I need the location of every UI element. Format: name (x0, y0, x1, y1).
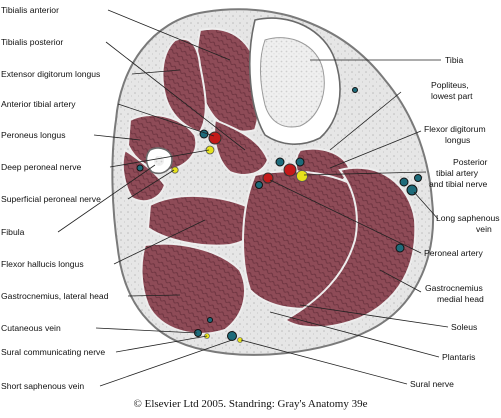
label-and-tibial-nerve: and tibial nerve (429, 179, 488, 189)
long-saphenous-vein-3 (414, 174, 422, 182)
anterior-tibial-artery (208, 131, 222, 145)
small-vein-anterolateral (136, 164, 144, 172)
gastrocnemius-lateral-head-muscle (140, 242, 246, 335)
label-long-saphenous-vein: vein (476, 224, 492, 234)
posterior-tibial-artery (283, 163, 297, 177)
label-plantaris: Plantaris (442, 352, 476, 362)
label-superficial-peroneal-nerve: Superficial peroneal nerve (1, 194, 101, 204)
label-cutaneous-vein: Cutaneous vein (1, 323, 61, 333)
label-fibula: Fibula (1, 227, 25, 237)
label-gastrocnemius-medial-head: medial head (437, 294, 484, 304)
label-tibial-artery: tibial artery (436, 168, 479, 178)
label-flexor-digitorum-longus: longus (445, 135, 471, 145)
copyright-caption: © Elsevier Ltd 2005. Standring: Gray's A… (133, 398, 368, 410)
label-short-saphenous-vein: Short saphenous vein (1, 381, 85, 391)
gastrocnemius-medial-head-muscle (283, 166, 417, 329)
tibial-nerve (296, 170, 308, 182)
label-soleus: Soleus (451, 322, 478, 332)
deep-peroneal-nerve (205, 145, 215, 155)
label-flexor-digitorum: Flexor digitorum (424, 124, 486, 134)
label-gastrocnemius: Gastrocnemius (425, 283, 483, 293)
label-anterior-tibial-artery: Anterior tibial artery (1, 99, 76, 109)
medial-cutaneous-vein (395, 243, 405, 253)
posterior-tibial-vein-2 (295, 157, 305, 167)
label-peroneal-artery: Peroneal artery (424, 248, 483, 258)
leader-lines (57, 9, 449, 387)
label-peroneus-longus: Peroneus longus (1, 130, 66, 140)
label-extensor-digitorum-longus: Extensor digitorum longus (1, 69, 101, 79)
label-popliteus-lowest-part: lowest part (431, 91, 473, 101)
label-tibialis-posterior: Tibialis posterior (1, 37, 64, 47)
peroneal-artery (262, 172, 274, 184)
peroneal-vein (255, 181, 263, 189)
short-saphenous-vein (227, 331, 237, 341)
fibula-marrow (154, 156, 164, 166)
label-posterior: Posterior (453, 157, 488, 167)
superficial-peroneal-nerve (171, 166, 179, 174)
tibia-marrow (259, 37, 325, 128)
label-sural-nerve: Sural nerve (410, 379, 454, 389)
small-vein-anterior (352, 87, 358, 93)
label-tibialis-anterior: Tibialis anterior (1, 5, 59, 15)
label-deep-peroneal-nerve: Deep peroneal nerve (1, 162, 82, 172)
label-sural-communicating-nerve: Sural communicating nerve (1, 347, 106, 357)
posterior-tibial-vein (275, 157, 285, 167)
label-popliteus: Popliteus, (431, 80, 469, 90)
label-flexor-hallucis-longus: Flexor hallucis longus (1, 259, 84, 269)
label-long-saphenous: Long saphenous (436, 213, 500, 223)
label-tibia: Tibia (445, 55, 464, 65)
small-vein-posterior (207, 317, 213, 323)
long-saphenous-vein-2 (399, 177, 409, 187)
label-gastrocnemius-lateral-head: Gastrocnemius, lateral head (1, 291, 109, 301)
